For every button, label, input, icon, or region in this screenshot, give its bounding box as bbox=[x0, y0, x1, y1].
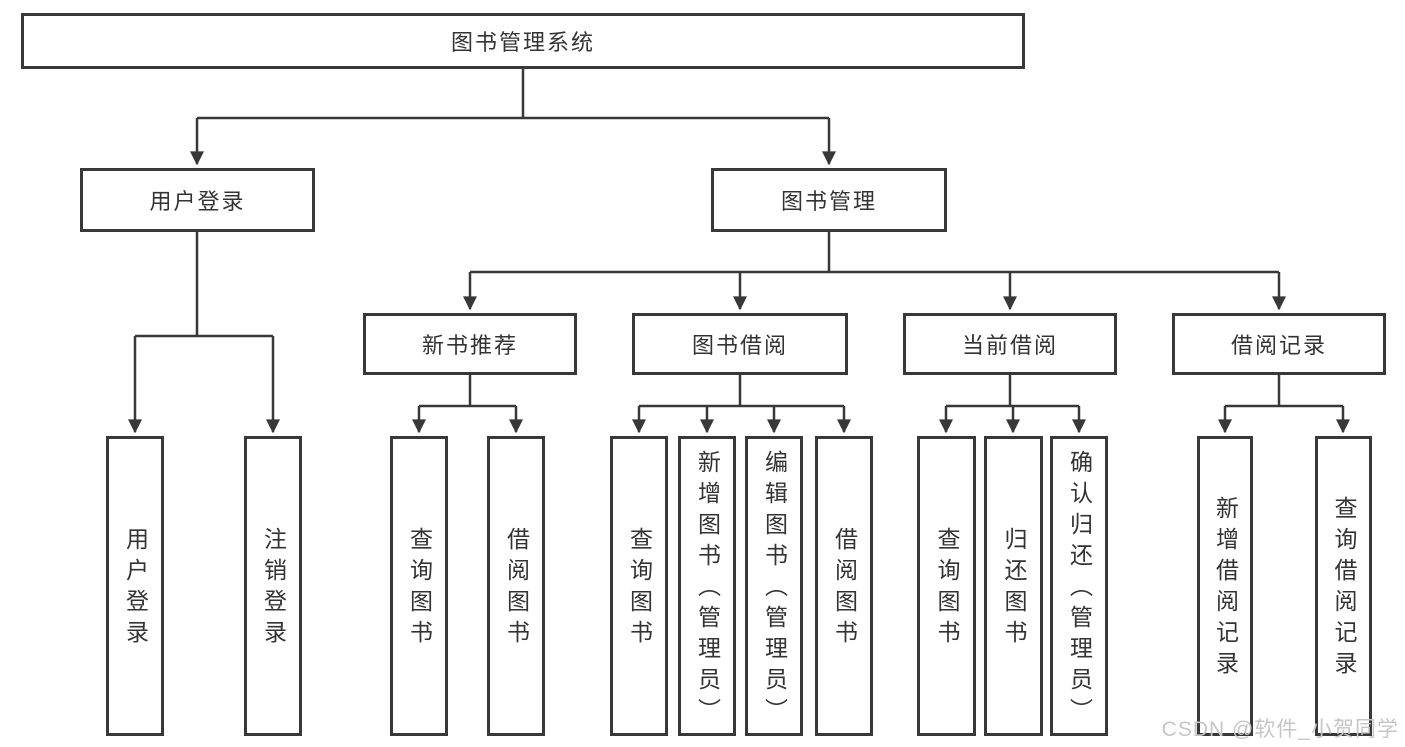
csdn-watermark: CSDN @软件_小贺同学 bbox=[1161, 718, 1399, 741]
leaf-br-query-record: 查询借阅记录 bbox=[1315, 436, 1372, 736]
node-borrowing-records: 借阅记录 bbox=[1172, 313, 1386, 375]
leaf-rec-borrow-books: 借阅图书 bbox=[487, 436, 545, 736]
node-user-login: 用户登录 bbox=[80, 168, 315, 232]
leaf-rec-query-books: 查询图书 bbox=[390, 436, 448, 736]
leaf-bb-borrow-books: 借阅图书 bbox=[815, 436, 873, 736]
leaf-user-login: 用户登录 bbox=[106, 436, 164, 736]
node-current-borrowing: 当前借阅 bbox=[903, 313, 1117, 375]
leaf-br-add-record: 新增借阅记录 bbox=[1197, 436, 1253, 736]
leaf-logout: 注销登录 bbox=[244, 436, 302, 736]
node-book-management: 图书管理 bbox=[711, 168, 947, 232]
node-new-book-recommendation: 新书推荐 bbox=[363, 313, 577, 375]
leaf-cb-return-books: 归还图书 bbox=[984, 436, 1043, 736]
leaf-bb-add-books-admin: 新增图书（管理员） bbox=[678, 436, 736, 736]
leaf-cb-confirm-return-admin: 确认归还（管理员） bbox=[1050, 436, 1108, 736]
node-library-management-system: 图书管理系统 bbox=[21, 13, 1025, 69]
leaf-cb-query-books: 查询图书 bbox=[917, 436, 976, 736]
node-book-borrowing: 图书借阅 bbox=[632, 313, 848, 375]
leaf-bb-query-books: 查询图书 bbox=[610, 436, 668, 736]
leaf-bb-edit-books-admin: 编辑图书（管理员） bbox=[745, 436, 803, 736]
